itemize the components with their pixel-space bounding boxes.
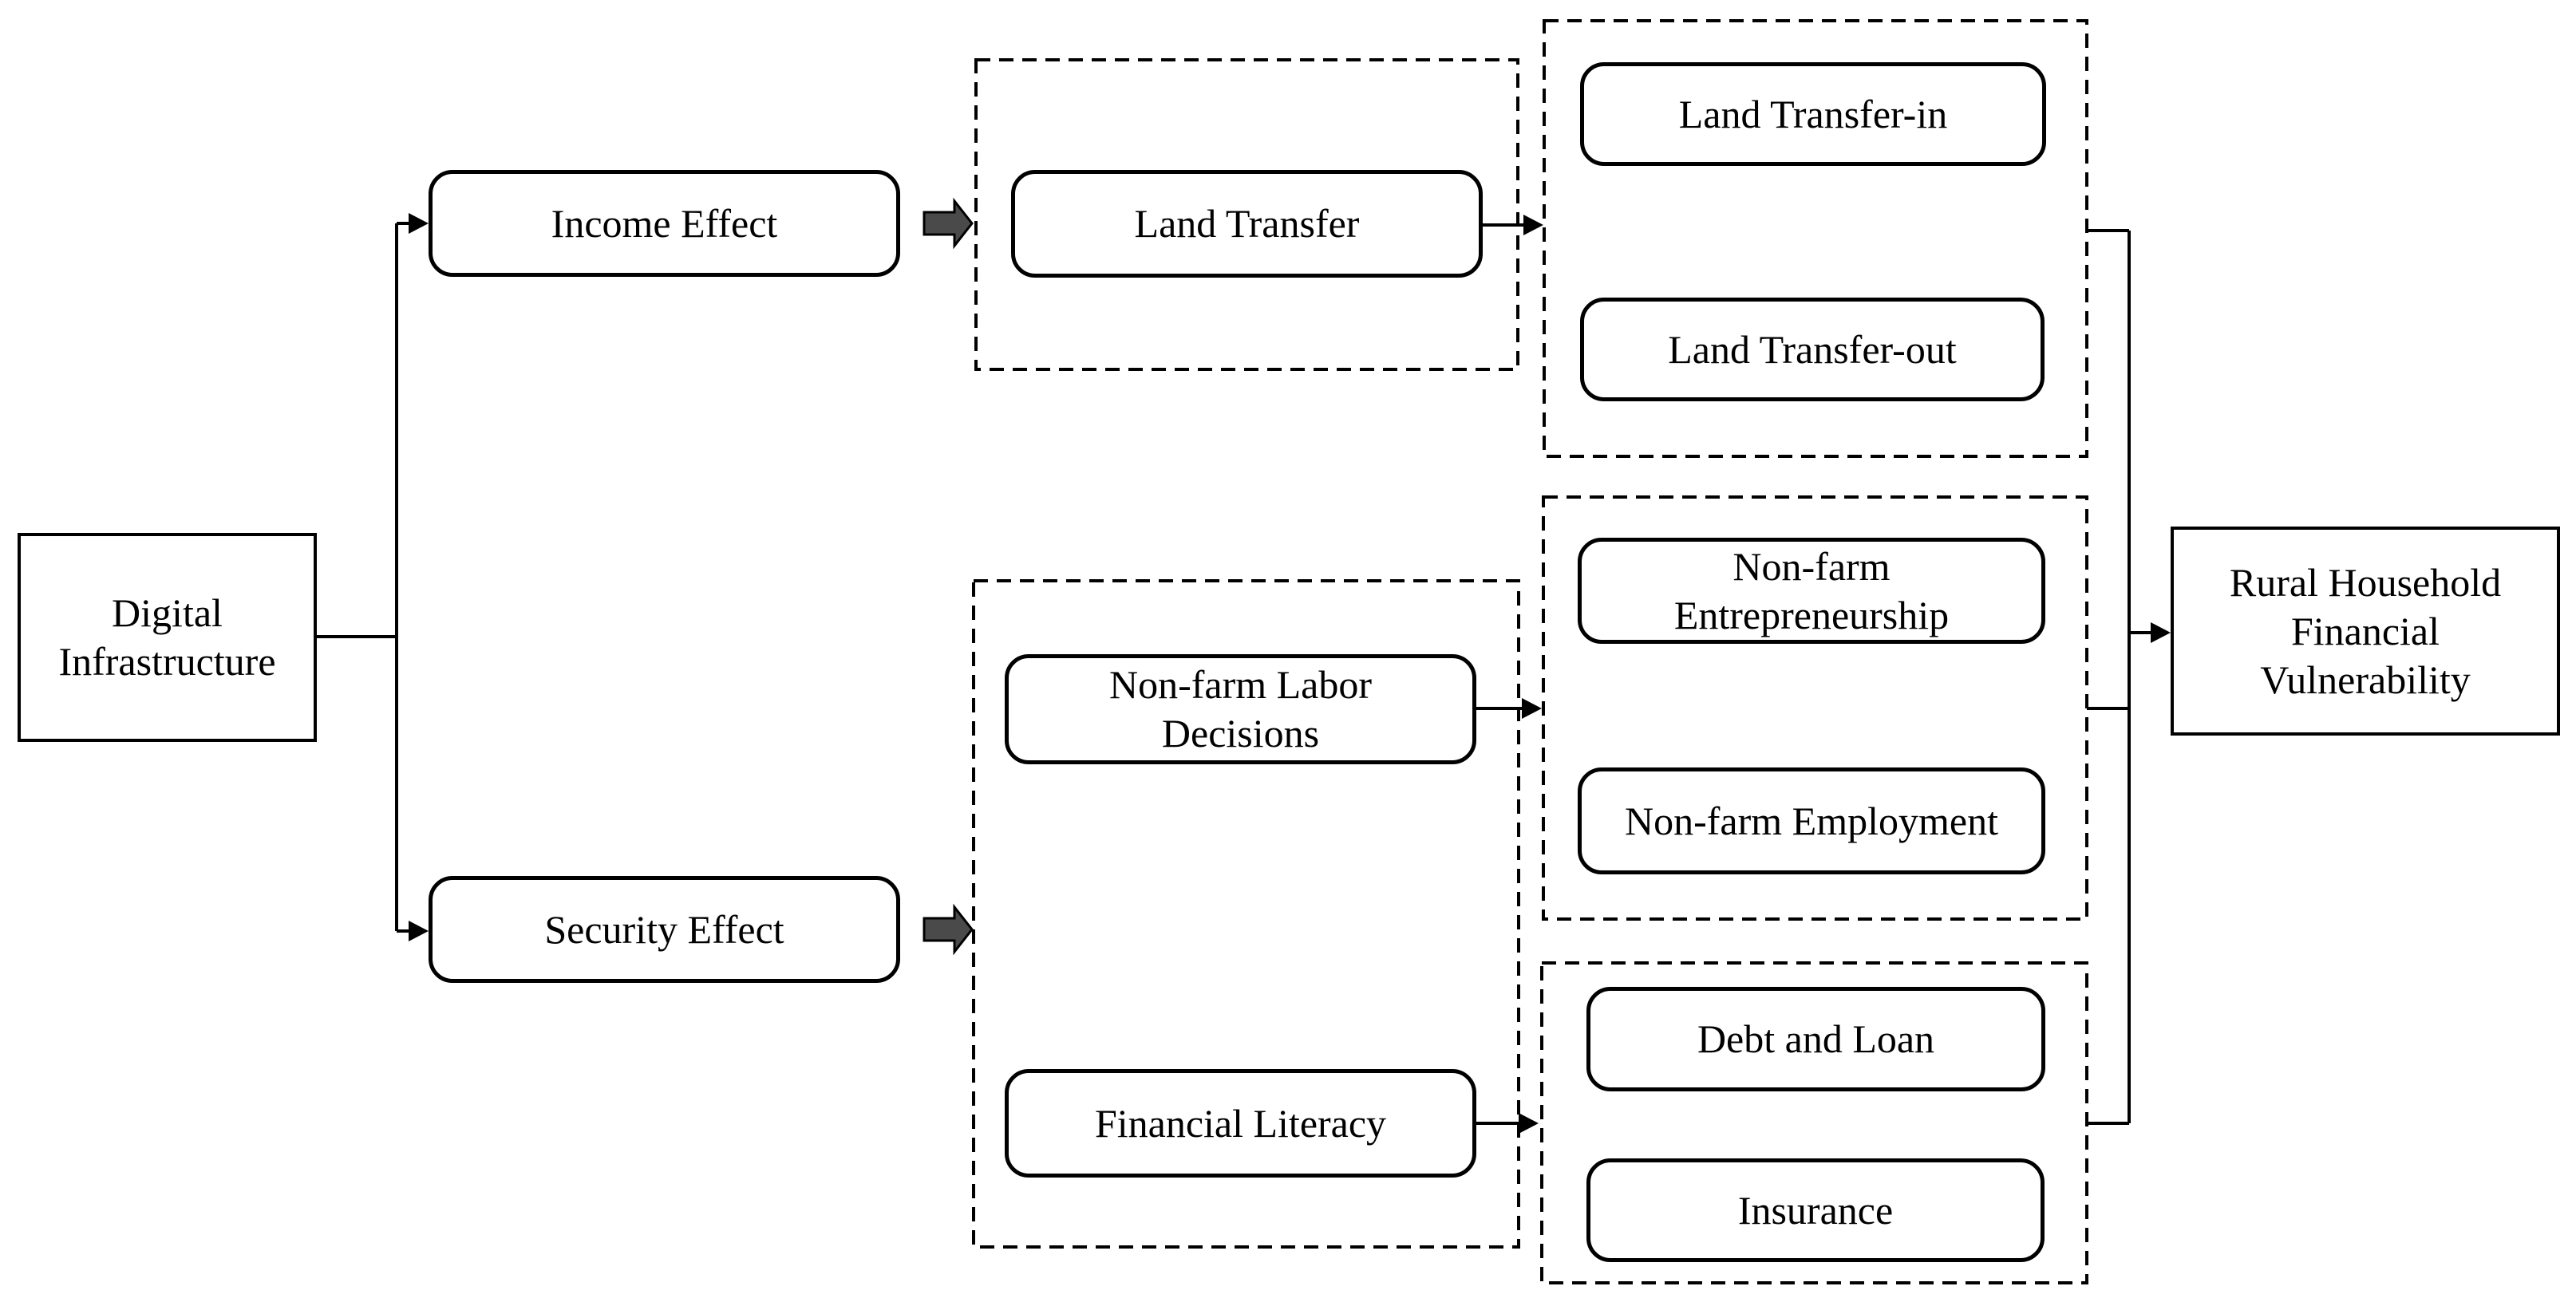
collector-bus-line: [2087, 229, 2131, 1125]
node-label: Land Transfer-out: [1668, 326, 1957, 372]
land-transfer-arrowhead-icon: [1523, 215, 1543, 235]
node-income-effect: Income Effect: [429, 170, 900, 277]
node-label: Rural Household Financial Vulnerability: [2229, 559, 2502, 702]
node-label: Income Effect: [551, 200, 778, 246]
node-label: Digital Infrastructure: [58, 590, 276, 684]
labor-decisions-arrowhead-icon: [1522, 698, 1542, 719]
land-transfer-targets-group-box: [1543, 19, 2088, 458]
node-security-effect: Security Effect: [429, 876, 900, 983]
thick-arrow-income-icon: [923, 197, 974, 250]
node-debt-and-loan: Debt and Loan: [1586, 987, 2045, 1091]
final-arrowhead-icon: [2151, 622, 2171, 643]
node-digital-infrastructure: Digital Infrastructure: [18, 533, 317, 742]
node-non-farm-employment: Non-farm Employment: [1578, 767, 2045, 874]
branch-connector-line: [317, 223, 398, 931]
node-land-transfer: Land Transfer: [1011, 170, 1483, 278]
node-label: Security Effect: [544, 906, 784, 952]
arrowhead-to-income-icon: [409, 213, 429, 234]
node-label: Non-farm Entrepreneurship: [1673, 543, 1950, 637]
financial-literacy-arrowhead-icon: [1519, 1113, 1539, 1134]
node-rural-household-financial-vulnerability: Rural Household Financial Vulnerability: [2171, 527, 2560, 736]
node-non-farm-entrepreneurship: Non-farm Entrepreneurship: [1578, 538, 2045, 644]
node-label: Non-farm Employment: [1625, 798, 1998, 843]
node-label: Debt and Loan: [1697, 1016, 1935, 1061]
thick-arrow-security-icon: [923, 903, 974, 956]
node-label: Land Transfer: [1134, 201, 1360, 246]
node-financial-literacy: Financial Literacy: [1005, 1069, 1476, 1178]
labor-literacy-group-box: [972, 579, 1520, 1249]
land-transfer-group-box: [974, 58, 1519, 371]
node-label: Non-farm Labor Decisions: [1108, 662, 1373, 756]
node-land-transfer-out: Land Transfer-out: [1580, 298, 2045, 401]
node-label: Insurance: [1737, 1187, 1894, 1233]
node-non-farm-labor-decisions: Non-farm Labor Decisions: [1005, 654, 1476, 764]
arrowhead-to-security-icon: [409, 921, 429, 941]
node-label: Land Transfer-in: [1678, 91, 1948, 136]
node-insurance: Insurance: [1586, 1158, 2045, 1262]
node-label: Financial Literacy: [1094, 1100, 1387, 1146]
node-land-transfer-in: Land Transfer-in: [1580, 62, 2046, 166]
